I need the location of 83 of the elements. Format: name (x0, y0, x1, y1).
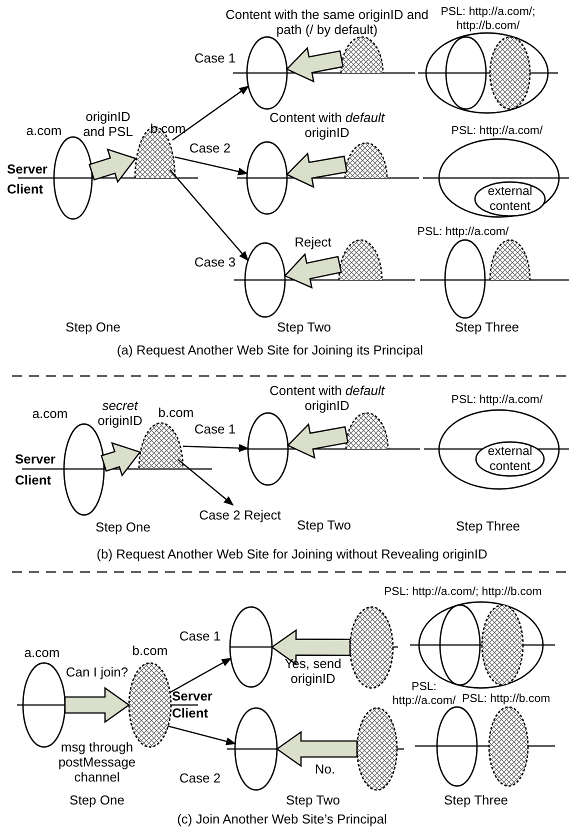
psl-label: PSL: http://a.com/ (451, 393, 543, 407)
edge-label: Reject (294, 234, 332, 250)
boundary-label: Client (7, 182, 44, 196)
block-arrow (286, 46, 344, 83)
step-label: Step Three (454, 320, 520, 334)
arrow (172, 86, 250, 141)
content-dome (339, 240, 382, 280)
principal-ellipse (440, 605, 480, 685)
external-content-ellipse (476, 442, 544, 476)
block-arrow (64, 686, 130, 724)
content-dome (490, 240, 530, 280)
figure-caption: (b) Request Another Web Site for Joining without Revealing originID (96, 546, 488, 562)
psl-label: PSL: http://a.com/ (391, 680, 457, 708)
step-label: Step One (66, 320, 120, 334)
arrow (174, 156, 248, 176)
principal-ellipse (446, 37, 486, 109)
external-content-ellipse (475, 182, 545, 216)
content-ellipse (490, 37, 530, 109)
figure-caption: (a) Request Another Web Site for Joining its Principal (116, 342, 424, 358)
edge-label: Case 2 (179, 770, 221, 786)
block-arrow (88, 148, 137, 184)
block-arrow (270, 628, 351, 666)
step-label: Step Two (297, 518, 351, 532)
principal-ellipse (247, 37, 287, 109)
content-dome (346, 413, 388, 449)
arrow (168, 726, 236, 746)
edge-label: Case 3 (194, 254, 236, 270)
principal-ellipse (248, 413, 288, 485)
figure-caption: (c) Join Another Web Site’s Principal (177, 812, 387, 826)
block-arrow (276, 730, 358, 768)
block-arrow (100, 442, 142, 477)
step-label: Step Two (277, 320, 331, 334)
psl-label: PSL: http://a.com/; http://b.com/ (440, 5, 536, 33)
psl-label: PSL: http://a.com/ (417, 225, 509, 239)
content-ellipse (350, 607, 393, 688)
boundary-label: Server (7, 162, 48, 176)
domain-label: a.com (32, 407, 68, 421)
step-label: Step One (70, 792, 124, 808)
message-note: msg through postMessage channel (57, 740, 137, 784)
principal-ellipse (245, 243, 285, 317)
psl-label: PSL: http://b.com (462, 692, 550, 706)
boundary-label: Client (172, 706, 208, 720)
arrow (169, 169, 249, 262)
boundary-label: Server (172, 688, 212, 704)
step-label: Step Two (286, 792, 340, 808)
block-arrow (286, 423, 349, 459)
arrow (182, 444, 249, 452)
content-dome (341, 37, 383, 73)
edge-label: No. (314, 762, 336, 776)
edge-label: Content with the same originID and path (/ by default) (224, 7, 430, 37)
arrow (170, 658, 232, 694)
edge-label: Case 1 (194, 50, 236, 66)
edge-label: Content with default originID (270, 110, 384, 140)
step-label: Step Three (456, 518, 520, 534)
principal-ellipse (235, 708, 277, 790)
content-label: external content (486, 184, 534, 214)
content-label: external content (486, 444, 534, 474)
edge-label: originID and PSL (82, 109, 134, 139)
content-dome (345, 143, 387, 178)
edge-label: Case 2 Reject (199, 508, 281, 522)
edge-label: Content with default originID (270, 383, 384, 413)
content-ellipse (482, 605, 523, 685)
block-arrow (286, 152, 348, 188)
domain-label: a.com (24, 646, 60, 660)
edge-label: Case 1 (194, 422, 236, 436)
principal-ellipse (247, 142, 287, 214)
psl-label: PSL: http://a.com/; http://b.com (384, 585, 542, 599)
step-label: Step Three (444, 792, 508, 808)
step-label: Step One (96, 520, 150, 534)
block-arrow (284, 252, 342, 289)
domain-label: b.com (158, 406, 194, 420)
boundary-label: Server (15, 452, 56, 466)
edge-label: Case 1 (179, 628, 221, 644)
content-ellipse (357, 708, 397, 790)
edge-label: secret originID (96, 398, 144, 428)
boundary-label: Client (15, 472, 52, 488)
domain-label: b.com (132, 644, 168, 658)
psl-label: PSL: http://a.com/ (451, 124, 543, 138)
edge-label: Case 2 (189, 140, 231, 156)
domain-label: a.com (26, 124, 62, 138)
arrow (178, 459, 234, 506)
principal-ellipse (230, 607, 272, 687)
edge-label: Can I join? (66, 664, 128, 680)
